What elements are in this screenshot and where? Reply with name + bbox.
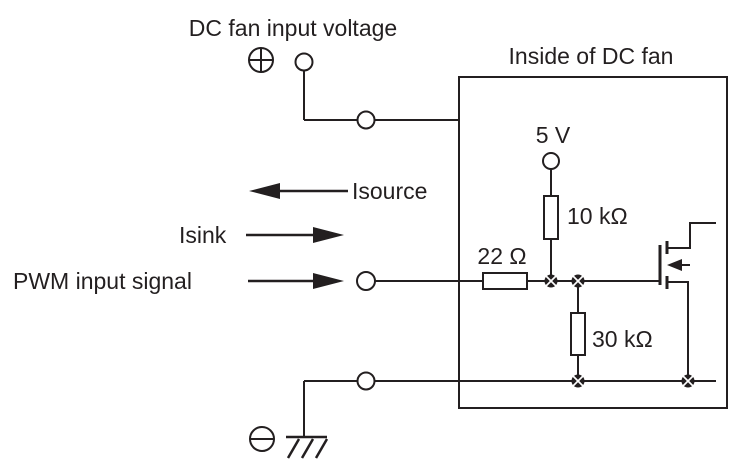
isink-arrow-icon	[246, 227, 344, 243]
junction-dots	[544, 274, 695, 388]
resistor-30k-label: 30 kΩ	[592, 326, 653, 352]
resistor-30k	[570, 312, 586, 356]
junction-dot	[571, 374, 585, 388]
mosfet-body-arrow-icon	[667, 259, 682, 271]
plus-in-circle-icon	[248, 47, 274, 73]
junction-dot	[681, 374, 695, 388]
terminal-positive-input	[294, 52, 314, 72]
enclosure-label: Inside of DC fan	[509, 43, 674, 69]
resistor-10k-label: 10 kΩ	[567, 203, 628, 229]
terminal-pwm-input	[356, 271, 376, 291]
terminal-positive-line	[356, 110, 376, 130]
annotation-arrows	[246, 183, 348, 289]
terminals	[294, 52, 560, 391]
isource-label: Isource	[352, 178, 427, 204]
isource-arrow-icon	[249, 183, 348, 199]
minus-in-circle-icon	[249, 426, 275, 452]
diagram-title: DC fan input voltage	[189, 15, 397, 41]
resistor-22	[482, 272, 528, 290]
pwm-input-label: PWM input signal	[13, 268, 192, 294]
supply-5v-label: 5 V	[536, 122, 571, 148]
junction-dot	[571, 274, 585, 288]
dc-fan-enclosure-box	[458, 76, 728, 409]
mosfet-drain-lead	[667, 222, 716, 249]
pwm-arrow-icon	[248, 273, 344, 289]
terminal-5v	[542, 152, 560, 170]
resistors	[482, 195, 586, 356]
resistor-10k	[543, 195, 559, 240]
mosfet-nchannel	[658, 222, 716, 381]
mosfet-source-lead	[667, 281, 689, 381]
chassis-ground-icon	[286, 435, 329, 459]
isink-label: Isink	[179, 222, 227, 248]
junction-dot	[544, 274, 558, 288]
resistor-22-label: 22 Ω	[477, 243, 526, 269]
terminal-ground-line	[356, 371, 376, 391]
